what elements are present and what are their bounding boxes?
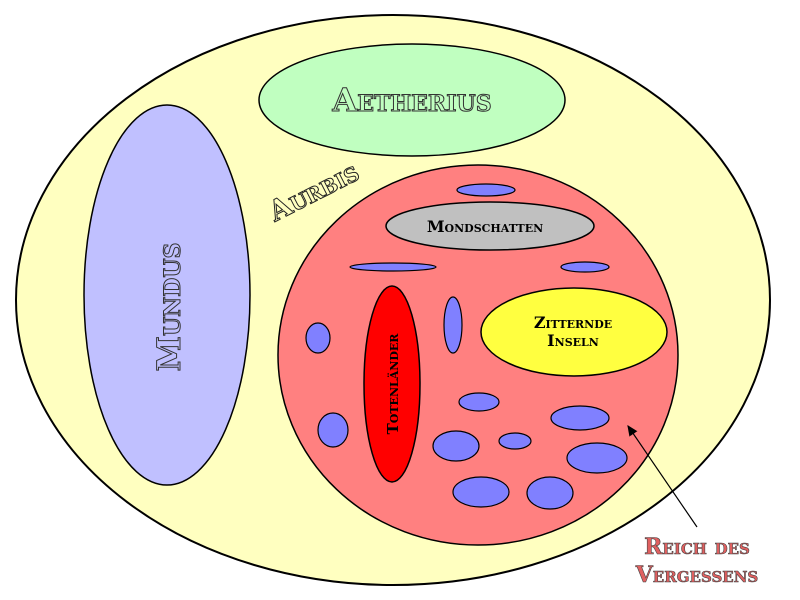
totenlaender-ellipse [363,285,421,483]
realm [498,432,532,450]
realm [526,476,574,510]
zitternde-inseln-label-1: Zitternde [534,313,612,332]
realm [432,430,480,462]
realm [560,261,610,273]
realm [550,405,610,431]
reich-des-vergessens-label-1: Reich des [644,534,750,560]
realm [349,262,437,272]
reich-des-vergessens-label-2: Vergessens [635,562,759,588]
minor-realms [305,183,628,510]
realm [452,476,510,508]
aetherius-label: Aetherius [331,81,491,119]
mondschatten-label: Mondschatten [427,217,543,236]
realm [458,392,500,412]
realm [566,442,628,474]
mondschatten-ellipse [385,201,595,251]
realm [305,322,331,354]
totenlaender-label: Totenländer [384,333,402,435]
zitternde-inseln-ellipse [480,287,668,377]
zitternde-inseln-label-2: Inseln [547,331,599,350]
mundus-label: Mundus [150,243,188,372]
mundus-ellipse [83,104,251,486]
realm [317,412,349,448]
aetherius-ellipse [258,43,566,157]
realm [456,183,516,197]
realm [443,296,463,354]
pointer-arrow [627,425,698,528]
